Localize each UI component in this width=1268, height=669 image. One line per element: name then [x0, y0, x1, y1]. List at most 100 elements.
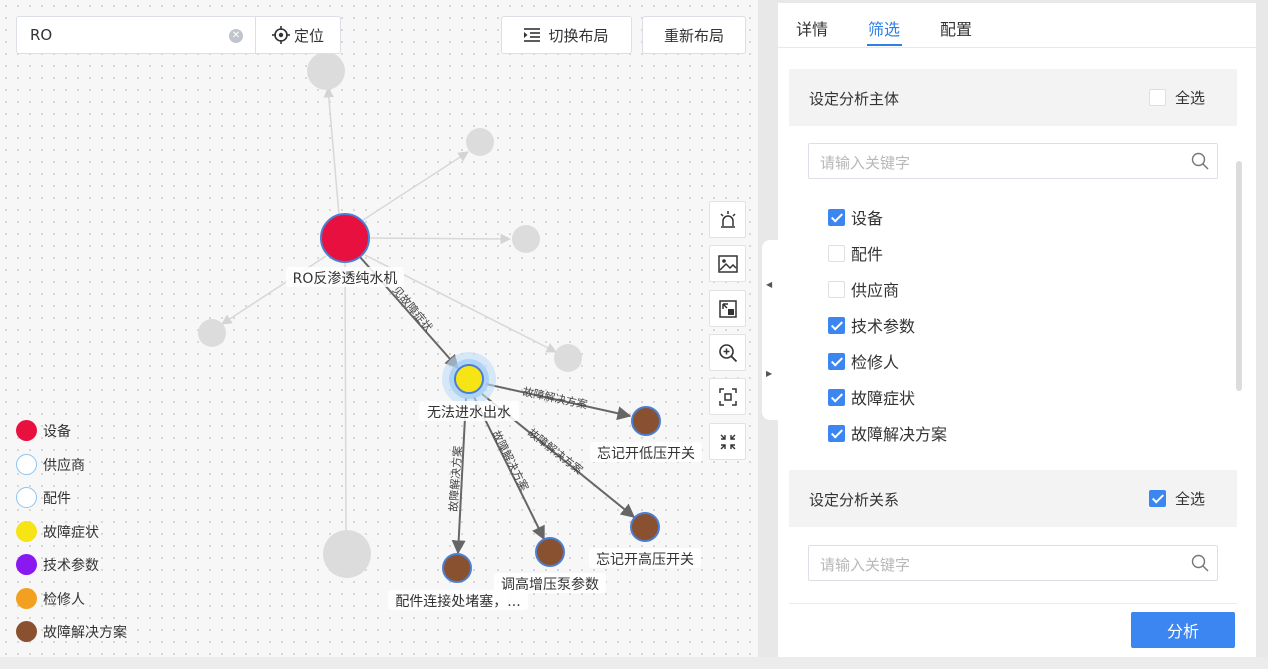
tab-details[interactable]: 详情: [796, 20, 829, 39]
option-label: 设备: [851, 209, 884, 228]
edge-label: 故障解决方案: [525, 425, 586, 477]
input-placeholder: 请输入关键字: [820, 556, 911, 574]
relation-select-all-checkbox[interactable]: [1149, 490, 1166, 507]
locate-button[interactable]: 定位: [255, 16, 341, 54]
collapse-left-icon[interactable]: ◀: [766, 280, 773, 289]
faded-node[interactable]: [512, 225, 540, 253]
subject-option[interactable]: 故障解决方案: [828, 421, 947, 445]
subject-option[interactable]: 配件: [828, 241, 883, 265]
faded-node[interactable]: [198, 319, 226, 347]
subject-option[interactable]: 供应商: [828, 277, 899, 301]
legend-item[interactable]: 故障症状: [16, 521, 99, 542]
relayout-button[interactable]: 重新布局: [642, 16, 746, 54]
tab-filter[interactable]: 筛选: [868, 20, 901, 39]
switch-layout-button[interactable]: 切换布局: [501, 16, 632, 54]
export-button[interactable]: [709, 290, 746, 327]
option-checkbox[interactable]: [828, 352, 845, 370]
subject-section-title: 设定分析主体: [809, 90, 900, 108]
node-solution[interactable]: [630, 512, 660, 542]
subject-option[interactable]: 技术参数: [828, 313, 915, 337]
option-checkbox[interactable]: [828, 316, 845, 334]
alarm-icon: [719, 210, 736, 228]
input-placeholder: 请输入关键字: [820, 154, 911, 172]
option-checkbox[interactable]: [828, 244, 845, 262]
bottom-strip: [0, 657, 1268, 669]
filter-panel: 详情 筛选 配置 设定分析主体 全选 请输入关键字 设备 配件 供应商 技术参数: [778, 3, 1256, 658]
legend-item[interactable]: 技术参数: [16, 554, 99, 575]
option-label: 配件: [851, 245, 884, 264]
legend-dot: [16, 487, 37, 508]
node-label-bg: [494, 573, 606, 593]
option-checkbox[interactable]: [828, 280, 845, 298]
legend-item[interactable]: 设备: [16, 420, 71, 441]
node-label: 无法进水出水: [427, 405, 511, 421]
node-solution[interactable]: [631, 406, 661, 436]
faded-node[interactable]: [307, 52, 345, 90]
fit-view-button[interactable]: [709, 378, 746, 415]
subject-option[interactable]: 故障症状: [828, 385, 915, 409]
zoom-in-button[interactable]: [709, 334, 746, 371]
tab-config[interactable]: 配置: [940, 20, 973, 39]
graph-svg[interactable]: 见故障症状 故障解决方案 故障解决方案 故障解决方案 故障解决方案 RO反渗透纯…: [0, 0, 758, 657]
faded-edge: [369, 233, 512, 245]
node-device[interactable]: [320, 213, 370, 263]
faded-node[interactable]: [466, 128, 494, 156]
faded-node[interactable]: [323, 530, 371, 578]
relation-section-header: 设定分析关系 全选: [789, 470, 1237, 527]
indent-icon: [524, 28, 541, 42]
subject-option[interactable]: 设备: [828, 205, 883, 229]
image-button[interactable]: [709, 245, 746, 282]
locate-label: 定位: [293, 26, 324, 45]
search-input[interactable]: RO ✕: [16, 16, 256, 54]
subject-select-all[interactable]: 全选: [1149, 87, 1205, 108]
expand-right-icon[interactable]: ▶: [766, 369, 773, 378]
export-icon: [718, 299, 737, 318]
fullscreen-button[interactable]: [709, 423, 746, 460]
search-icon[interactable]: [1191, 152, 1209, 170]
subject-option[interactable]: 检修人: [828, 349, 899, 373]
graph-canvas[interactable]: 见故障症状 故障解决方案 故障解决方案 故障解决方案 故障解决方案 RO反渗透纯…: [0, 0, 758, 657]
option-checkbox[interactable]: [828, 424, 845, 442]
option-checkbox[interactable]: [828, 388, 845, 406]
subject-select-all-checkbox[interactable]: [1149, 89, 1166, 106]
node-label-bg: [388, 590, 528, 610]
relation-keyword-input[interactable]: 请输入关键字: [808, 545, 1218, 581]
graph-edge[interactable]: [485, 383, 632, 421]
footer-divider: [789, 603, 1237, 604]
node-symptom[interactable]: [454, 364, 484, 394]
panel-collapse-handle[interactable]: ◀ ▶: [762, 240, 778, 420]
legend-item[interactable]: 检修人: [16, 588, 85, 609]
subject-keyword-input[interactable]: 请输入关键字: [808, 143, 1218, 179]
clear-icon[interactable]: ✕: [229, 29, 243, 43]
alarm-button[interactable]: [709, 201, 746, 238]
edge-label: 故障解决方案: [521, 384, 588, 411]
node-label: 调高增压泵参数: [501, 576, 599, 593]
legend-item[interactable]: 配件: [16, 487, 71, 508]
graph-edge[interactable]: [451, 397, 467, 555]
faded-node[interactable]: [554, 344, 582, 372]
scrollbar[interactable]: [1236, 161, 1242, 391]
node-label: RO反渗透纯水机: [293, 271, 398, 287]
legend-item[interactable]: 故障解决方案: [16, 621, 127, 642]
node-solution[interactable]: [535, 537, 565, 567]
node-label-bg: [419, 401, 519, 421]
node-label-bg: [589, 548, 701, 568]
node-solution[interactable]: [442, 553, 472, 583]
active-tab-indicator: [867, 44, 902, 46]
select-all-label: 全选: [1175, 490, 1206, 508]
legend-label: 配件: [43, 490, 71, 507]
relation-select-all[interactable]: 全选: [1149, 488, 1205, 509]
option-checkbox[interactable]: [828, 208, 845, 226]
option-label: 技术参数: [851, 317, 916, 336]
legend-label: 故障症状: [43, 524, 99, 541]
faded-edge: [323, 86, 340, 216]
fit-view-icon: [718, 387, 737, 406]
legend-label: 检修人: [43, 591, 85, 608]
analyze-button[interactable]: 分析: [1131, 612, 1235, 648]
node-label: 忘记开高压开关: [596, 551, 694, 568]
edge-label: 故障解决方案: [489, 428, 531, 493]
search-value[interactable]: RO: [30, 26, 53, 44]
edge-label: 见故障症状: [390, 283, 436, 334]
search-icon[interactable]: [1191, 554, 1209, 572]
legend-item[interactable]: 供应商: [16, 454, 85, 475]
